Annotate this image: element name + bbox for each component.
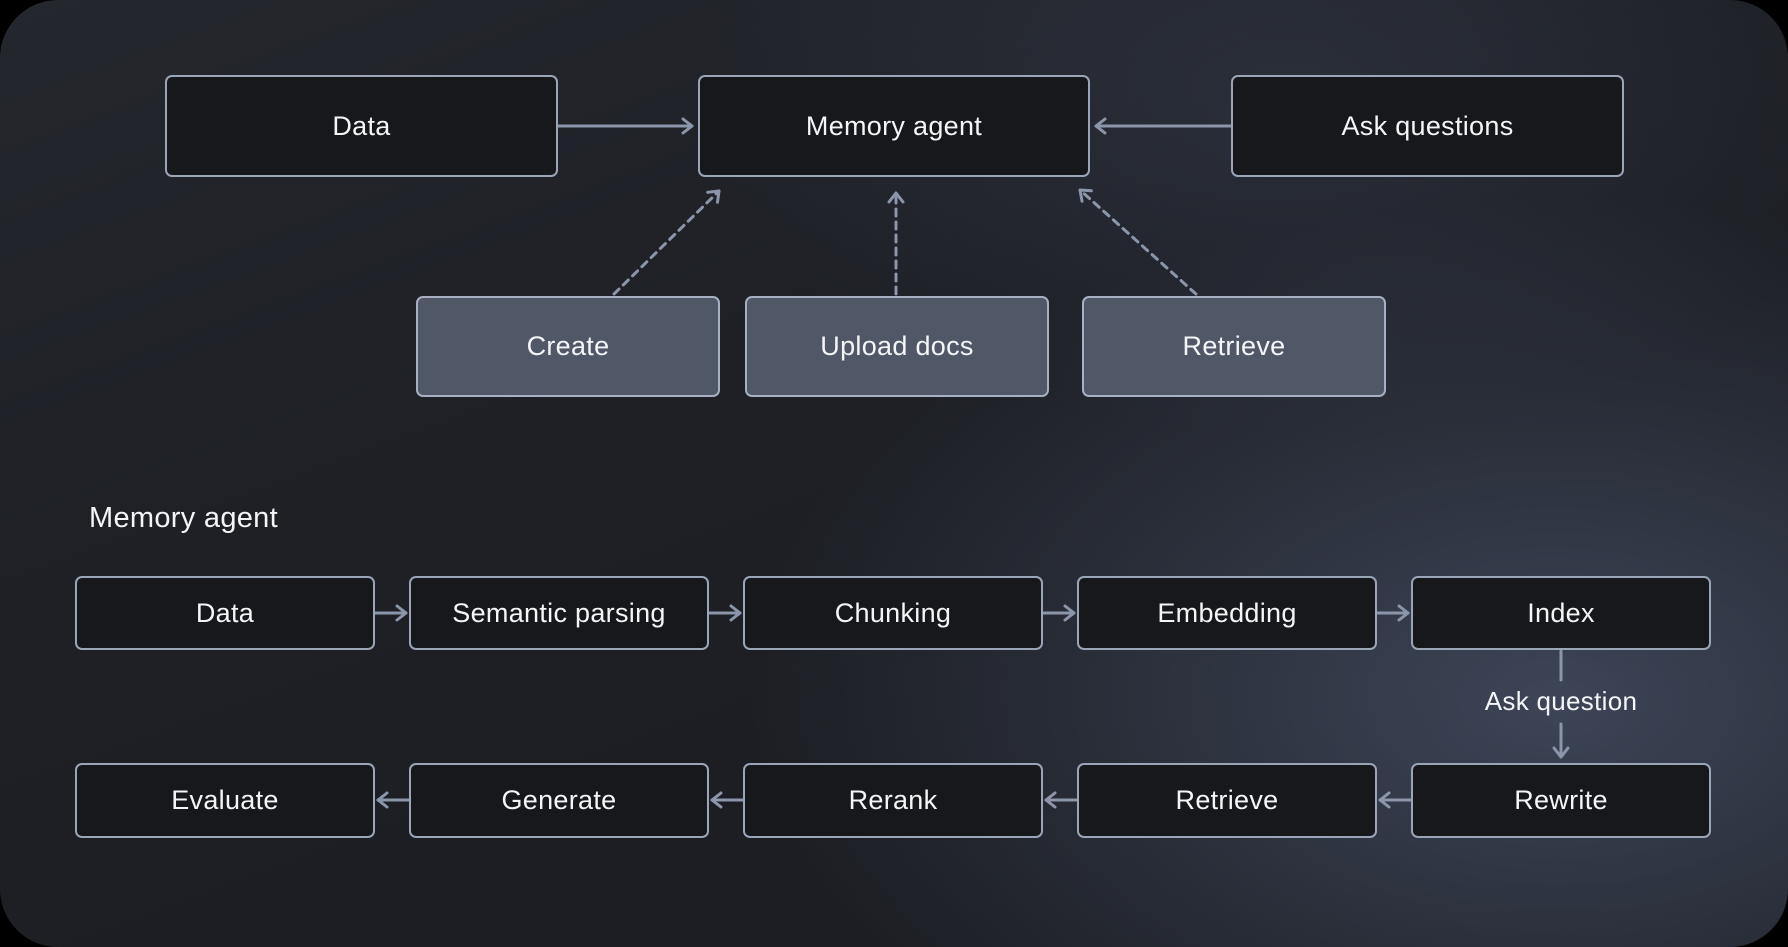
- node-label: Rewrite: [1514, 785, 1608, 815]
- node-embedding: Embedding: [1077, 576, 1377, 650]
- node-label: Generate: [501, 785, 617, 815]
- node-pipeline-data: Data: [75, 576, 375, 650]
- arrow-create-to-memory-agent: [612, 189, 721, 296]
- node-label: Rerank: [848, 785, 938, 815]
- node-retrieve-action: Retrieve: [1082, 296, 1386, 397]
- section-title-memory-agent: Memory agent: [89, 502, 278, 534]
- edge-label-ask-question: Ask question: [1484, 686, 1638, 716]
- node-data-source: Data: [165, 75, 558, 177]
- node-create: Create: [416, 296, 720, 397]
- node-rewrite: Rewrite: [1411, 763, 1711, 838]
- node-label: Ask questions: [1341, 110, 1514, 141]
- node-label: Data: [195, 597, 255, 628]
- node-index: Index: [1411, 576, 1711, 650]
- arrow-retrieve-to-memory-agent: [1078, 188, 1198, 296]
- node-ask-questions: Ask questions: [1231, 75, 1624, 177]
- node-retrieve-step: Retrieve: [1077, 763, 1377, 838]
- node-label: Create: [526, 331, 610, 361]
- node-label: Embedding: [1157, 597, 1297, 628]
- node-chunking: Chunking: [743, 576, 1043, 650]
- node-rerank: Rerank: [743, 763, 1043, 838]
- node-memory-agent: Memory agent: [698, 75, 1090, 177]
- node-label: Memory agent: [805, 110, 983, 141]
- node-label: Semantic parsing: [452, 597, 666, 628]
- node-label: Chunking: [834, 597, 952, 628]
- node-label: Data: [332, 110, 391, 141]
- node-label: Retrieve: [1182, 331, 1286, 361]
- node-generate: Generate: [409, 763, 709, 838]
- node-label: Retrieve: [1175, 785, 1279, 815]
- node-label: Upload docs: [820, 331, 974, 361]
- node-semantic-parsing: Semantic parsing: [409, 576, 709, 650]
- node-label: Index: [1527, 597, 1595, 628]
- node-evaluate: Evaluate: [75, 763, 375, 838]
- node-upload-docs: Upload docs: [745, 296, 1049, 397]
- node-label: Evaluate: [171, 785, 279, 815]
